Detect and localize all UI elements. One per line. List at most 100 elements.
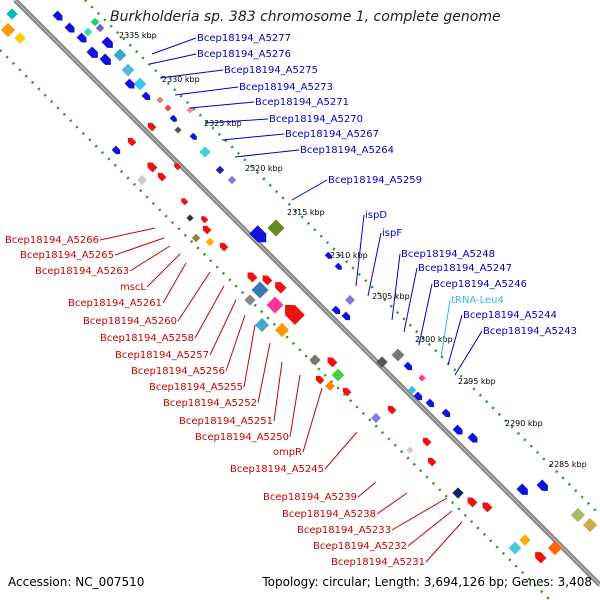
reverse-gene-arrow <box>147 162 158 173</box>
forward-gene-arrow <box>441 408 451 418</box>
forward-gene-arrow <box>169 114 177 122</box>
trna-label: tRNA-Leu4 <box>451 295 504 306</box>
gene-block <box>251 281 269 299</box>
reverse-gene-arrow <box>427 457 437 467</box>
gene-label: Bcep18194_A5244 <box>463 310 557 321</box>
gene-label: Bcep18194_A5264 <box>300 145 394 156</box>
forward-gene-arrow <box>331 305 341 315</box>
forward-gene-arrow <box>334 262 342 270</box>
gene-block <box>376 356 388 368</box>
reverse-gene-arrow <box>262 275 273 286</box>
gene-block <box>331 368 345 382</box>
gene-block <box>95 23 105 33</box>
gene-block <box>519 534 531 546</box>
gene-block <box>418 374 426 382</box>
reverse-gene-arrow <box>219 242 229 252</box>
reverse-gene-arrow <box>181 198 189 206</box>
reverse-gene-arrow <box>202 225 212 235</box>
gene-block <box>113 48 127 62</box>
forward-gene-arrow <box>124 78 135 89</box>
gene-label: Bcep18194_A5245 <box>230 464 324 475</box>
reverse-gene-arrow <box>285 305 305 325</box>
gene-label: Bcep18194_A5270 <box>269 114 363 125</box>
forward-gene-arrow <box>101 36 113 48</box>
gene-label: mscL <box>120 282 146 293</box>
gene-block <box>14 32 26 44</box>
forward-gene-arrow <box>76 32 87 43</box>
tick-labels: 2335 kbp 2330 kbp 2325 kbp 2320 kbp 2315… <box>119 31 587 469</box>
gene-label: Bcep18194_A5260 <box>83 316 177 327</box>
topology-text: Topology: circular; Length: 3,694,126 bp… <box>262 575 592 589</box>
gene-label: Bcep18194_A5277 <box>197 33 291 44</box>
forward-gene-arrow <box>64 22 75 33</box>
gene-block <box>452 487 464 499</box>
gene-label: Bcep18194_A5261 <box>68 298 162 309</box>
gene-label: Bcep18194_A5259 <box>328 175 422 186</box>
tick-label: 2295 kbp <box>458 377 496 386</box>
gene-block <box>215 165 225 175</box>
gene-label: ompR <box>273 447 302 458</box>
gene-block <box>582 517 598 533</box>
gene-label: Bcep18194_A5266 <box>5 235 99 246</box>
reverse-gene-arrow <box>467 497 478 508</box>
gene-block <box>83 27 93 37</box>
tick-label: 2325 kbp <box>204 119 242 128</box>
gene-label: Bcep18194_A5256 <box>131 366 225 377</box>
gene-label: Bcep18194_A5276 <box>197 49 291 60</box>
gene-block <box>164 104 172 112</box>
tick-label: 2290 kbp <box>505 419 543 428</box>
forward-gene-arrow <box>467 432 478 443</box>
gene-label: Bcep18194_A5247 <box>418 263 512 274</box>
gene-block <box>274 322 290 338</box>
reverse-gene-arrow <box>327 357 338 368</box>
gene-label: Bcep18194_A5251 <box>179 416 273 427</box>
gene-block <box>254 317 270 333</box>
reverse-gene-labels: Bcep18194_A5266 Bcep18194_A5265 Bcep1819… <box>5 235 425 568</box>
reverse-gene-arrow <box>147 122 157 132</box>
gene-label: Bcep18194_A5246 <box>433 279 527 290</box>
forward-gene-arrow <box>324 251 332 259</box>
gene-block <box>371 413 381 423</box>
gene-label: Bcep18194_A5263 <box>35 266 129 277</box>
gene-label: Bcep18194_A5252 <box>163 398 257 409</box>
gene-block <box>133 77 147 91</box>
gene-block <box>570 507 586 523</box>
tick-label: 2300 kbp <box>415 335 453 344</box>
forward-gene-arrow <box>403 361 413 371</box>
reverse-gene-arrow <box>482 502 493 513</box>
gene-label: Bcep18194_A5255 <box>149 382 243 393</box>
gene-label: ispD <box>365 210 387 221</box>
forward-gene-arrow <box>452 424 463 435</box>
tick-label: 2310 kbp <box>330 251 368 260</box>
gene-block <box>90 17 100 27</box>
forward-gene-arrow <box>516 483 528 495</box>
reverse-gene-arrow <box>127 137 137 147</box>
forward-gene-arrow <box>141 91 151 101</box>
reverse-gene-arrow <box>201 216 209 224</box>
gene-block <box>205 237 215 247</box>
gene-block <box>309 354 321 366</box>
reverse-gene-arrow <box>247 272 258 283</box>
accession-text: Accession: NC_007510 <box>8 575 145 589</box>
gene-block <box>191 233 201 243</box>
gene-block <box>227 175 237 185</box>
map-title: Burkholderia sp. 383 chromosome 1, compl… <box>110 9 501 25</box>
leader-lines <box>99 37 483 563</box>
forward-gene-arrow <box>99 53 111 65</box>
tick-label: 2320 kbp <box>245 164 283 173</box>
forward-gene-arrow <box>111 145 121 155</box>
forward-gene-arrow <box>86 46 98 58</box>
gene-label: Bcep18194_A5273 <box>239 82 333 93</box>
gene-block <box>325 381 335 391</box>
tick-label: 2330 kbp <box>162 75 200 84</box>
gene-label: Bcep18194_A5238 <box>282 509 376 520</box>
gene-block <box>508 541 522 555</box>
gene-label: Bcep18194_A5275 <box>224 65 318 76</box>
gene-block <box>406 446 414 454</box>
gene-block <box>186 214 194 222</box>
reverse-gene-arrow <box>535 552 547 564</box>
tick-label: 2305 kbp <box>372 292 410 301</box>
gene-block <box>391 348 405 362</box>
gene-label: Bcep18194_A5248 <box>401 249 495 260</box>
reverse-gene-arrow <box>422 437 432 447</box>
